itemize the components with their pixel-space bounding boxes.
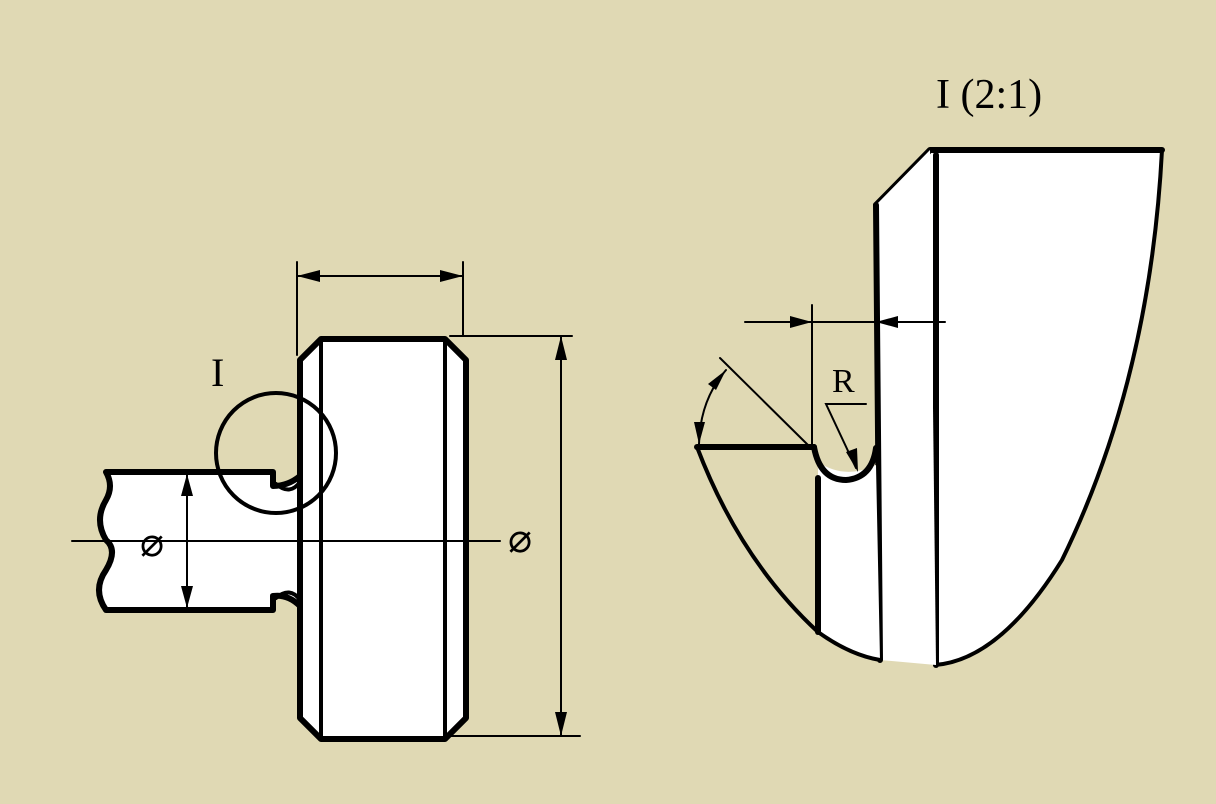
radius-arrow bbox=[846, 448, 858, 472]
detail-wheel-fill bbox=[930, 150, 1162, 665]
detail-mark-label: I bbox=[211, 350, 224, 395]
width-arrow-right bbox=[440, 270, 463, 282]
wheel-dim-arrow-top bbox=[555, 336, 567, 360]
detail-undercut bbox=[811, 444, 879, 483]
groove-arrow-right bbox=[876, 316, 898, 328]
detail-view: I (2:1) R bbox=[694, 72, 1165, 668]
undercut-groove-bottom bbox=[274, 590, 302, 602]
angle-arrow-bottom bbox=[694, 422, 705, 444]
shaft-diameter-symbol: ⌀ bbox=[140, 520, 164, 565]
undercut-groove-top bbox=[274, 480, 302, 492]
angle-arrow-top bbox=[708, 370, 726, 390]
radius-label: R bbox=[832, 363, 855, 400]
detail-break-line-left bbox=[695, 445, 882, 662]
wheel-dim-arrow-bottom bbox=[555, 712, 567, 736]
detail-circle bbox=[214, 391, 338, 515]
detail-wheel-face bbox=[873, 202, 883, 663]
shaft-dim-arrow-top bbox=[181, 474, 193, 496]
wheel-outline bbox=[297, 336, 469, 742]
wheel-diameter-symbol: ⌀ bbox=[508, 516, 532, 561]
detail-chamfer-band bbox=[876, 150, 936, 665]
detail-shaft-fill bbox=[818, 462, 880, 660]
main-view: I ⌀ ⌀ bbox=[71, 261, 581, 742]
detail-title: I (2:1) bbox=[936, 72, 1042, 118]
groove-arrow-left bbox=[790, 316, 812, 328]
detail-break-line-right bbox=[933, 148, 1164, 667]
radius-leader bbox=[824, 403, 867, 469]
width-arrow-left bbox=[297, 270, 320, 282]
angle-extension-line bbox=[719, 357, 811, 448]
shaft-dim-arrow-bottom bbox=[181, 586, 193, 608]
